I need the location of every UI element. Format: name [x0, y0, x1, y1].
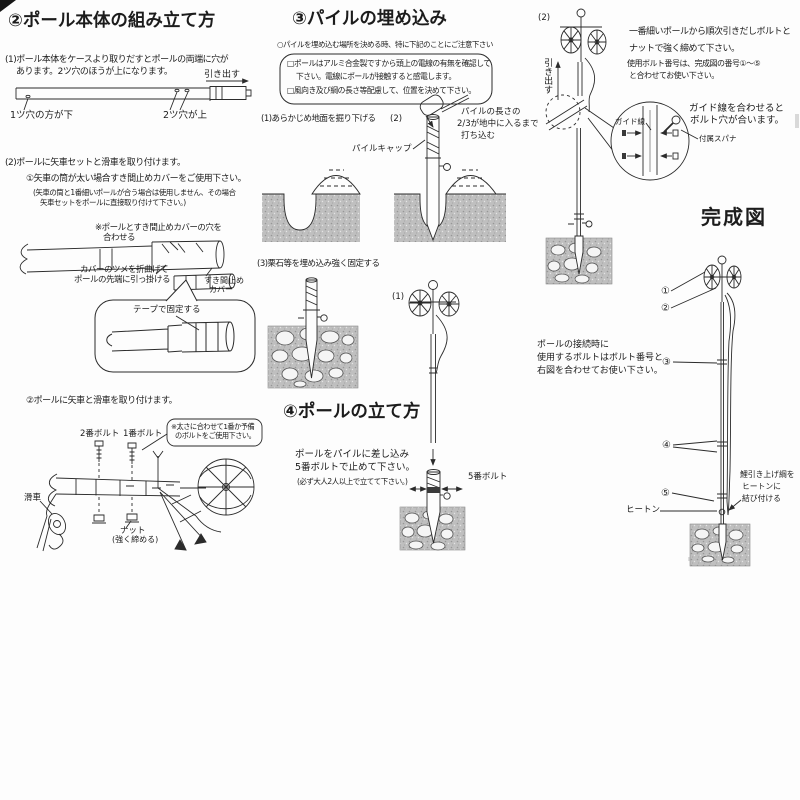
figure2-label: (2): [538, 13, 551, 23]
circled-number-3: ③: [662, 357, 671, 368]
completed-figure-title: 完成図: [701, 205, 767, 229]
spanner-label: 付属スパナ: [699, 134, 737, 143]
pole-body-diagram: [15, 78, 252, 111]
tape-fix-label: テープで固定する: [133, 305, 201, 315]
section3-step1: (1)あらかじめ地面を掘り下げる: [261, 114, 376, 124]
align-holes-note-line1: ※ポールとすき間止めカバーの穴を: [95, 223, 222, 233]
gap-cover-label-line2: カバー: [209, 285, 233, 294]
heaton-label: ヒートン: [626, 505, 661, 515]
bolt5-label: 5番ボルト: [468, 472, 508, 482]
section2-step1-line1: (1)ポール本体をケースより取りだすとポールの両端に穴が: [5, 55, 229, 65]
extension-instr-line4: と合わせてお使い下さい。: [629, 71, 719, 80]
cover-attachment-diagram: [19, 240, 236, 291]
section4-note: (必ず大人2人以上で立てて下さい。): [297, 477, 408, 486]
circled-number-1: ①: [661, 286, 670, 297]
cover-claw-note-line2: ポールの先端に引っ掛ける: [74, 275, 171, 285]
step2-1-note-line1: (矢車の筒と1番細いポールが合う場合は使用しません、その場合: [33, 188, 236, 197]
section2-title: ②ポール本体の組み立て方: [8, 11, 216, 31]
pull-out-label: 引き出す: [204, 70, 241, 80]
figure1-label: (1): [392, 292, 405, 302]
pole-extension-diagram: [545, 8, 699, 285]
guide-note-line2: ボルト穴が合います。: [690, 115, 785, 126]
caution-box-outline: [279, 53, 493, 105]
rope-note-line1: 鯉引き上げ綱を: [740, 470, 795, 479]
tape-balloon-callout: [94, 279, 256, 373]
guide-note-line1: ガイド線を合わせると: [689, 103, 785, 114]
section3-step3: (3)栗石等を埋め込み強く固定する: [257, 259, 380, 269]
two-hole-label: 2ツ穴が上: [163, 110, 208, 121]
drive-note-line3: 打ち込む: [461, 131, 496, 141]
extension-instr-line1: 一番細いポールから順次引きだしボルトと: [629, 27, 791, 37]
nut-label-line1: ナット: [120, 526, 146, 536]
circled-number-5: ⑤: [661, 488, 670, 499]
one-hole-label: 1ツ穴の方が下: [10, 110, 74, 121]
section4-title: ④ポールの立て方: [283, 402, 421, 422]
connect-note-line2: 使用するボルトはボルト番号と: [537, 353, 664, 363]
section3-step2-label: (2): [390, 114, 403, 124]
pile-cap-label: パイルキャップ: [352, 144, 412, 154]
wheel-pulley-assembly-diagram: [36, 418, 263, 552]
section3-title: ③パイルの埋め込み: [292, 9, 447, 29]
drive-note-line1: パイルの長さの: [461, 107, 521, 117]
drive-note-line2: 2/3が地中に入るまで: [457, 119, 539, 129]
extension-instr-line2: ナットで強く締めて下さい。: [629, 44, 740, 54]
connect-note-line1: ポールの接続時に: [537, 340, 610, 350]
circled-number-4: ④: [662, 440, 671, 451]
rope-note-line3: 結び付ける: [742, 494, 781, 503]
pulley-label: 滑車: [24, 493, 42, 503]
section2-step2: (2)ポールに矢車セットと滑車を取り付けます。: [5, 158, 186, 168]
cover-claw-note-line1: カバーのツメを折曲げて: [80, 265, 169, 275]
bolt1-label: 1番ボルト: [123, 429, 163, 439]
connect-note-line3: 右図を合わせてお使い下さい。: [537, 366, 663, 376]
section2-step2-2: ②ポールに矢車と滑車を取り付けます。: [26, 396, 178, 406]
pole-erecting-figure: [399, 280, 466, 551]
caution-intro: ○パイルを埋め込む場所を決める時、特に下記のことにご注意下さい: [277, 40, 493, 49]
section4-step-line2: 5番ボルトで止めて下さい。: [295, 462, 416, 473]
bolt-size-note-line1: ※太さに合わせて1番か予備: [171, 422, 255, 431]
bolt2-label: 2番ボルト: [80, 429, 120, 439]
caution-line2: 下さい。電線にポールが接触すると感電します。: [296, 72, 456, 81]
nut-label-line2: (強く締める): [112, 535, 159, 544]
completed-pole-figure: [660, 255, 751, 567]
align-holes-note-line2: 合わせる: [103, 233, 136, 243]
rope-note-line2: ヒートンに: [742, 482, 781, 491]
caution-line1: □ポールはアルミ合金製ですから頭上の電線の有無を確認して: [287, 59, 491, 68]
pull-out-vertical-label: 引き出す: [542, 58, 553, 94]
section2-step2-1: ①矢車の筒が太い場合すき間止めカバーをご使用下さい。: [26, 174, 247, 184]
extension-instr-line3: 使用ボルト番号は、完成図の番号①〜⑤: [627, 59, 761, 68]
section2-step1-line2: あります。2ツ穴のほうが上になります。: [16, 67, 173, 77]
gap-cover-label-line1: すき間止め: [204, 276, 244, 285]
guide-line-label: ガイド線: [615, 117, 645, 126]
step2-1-note-line2: 矢車セットをポールに直接取り付けて下さい。): [40, 198, 186, 207]
section4-step-line1: ポールをパイルに差し込み: [295, 449, 410, 460]
pile-driving-diagrams: [262, 94, 506, 242]
circled-number-2: ②: [661, 303, 670, 314]
bolt-size-note-line2: のボルトをご使用下さい。: [175, 431, 256, 440]
rock-pit-fixing-diagram: [267, 277, 359, 389]
caution-line3: □風向き及び綱の長さ等配慮して、位置を決めて下さい。: [287, 86, 476, 95]
